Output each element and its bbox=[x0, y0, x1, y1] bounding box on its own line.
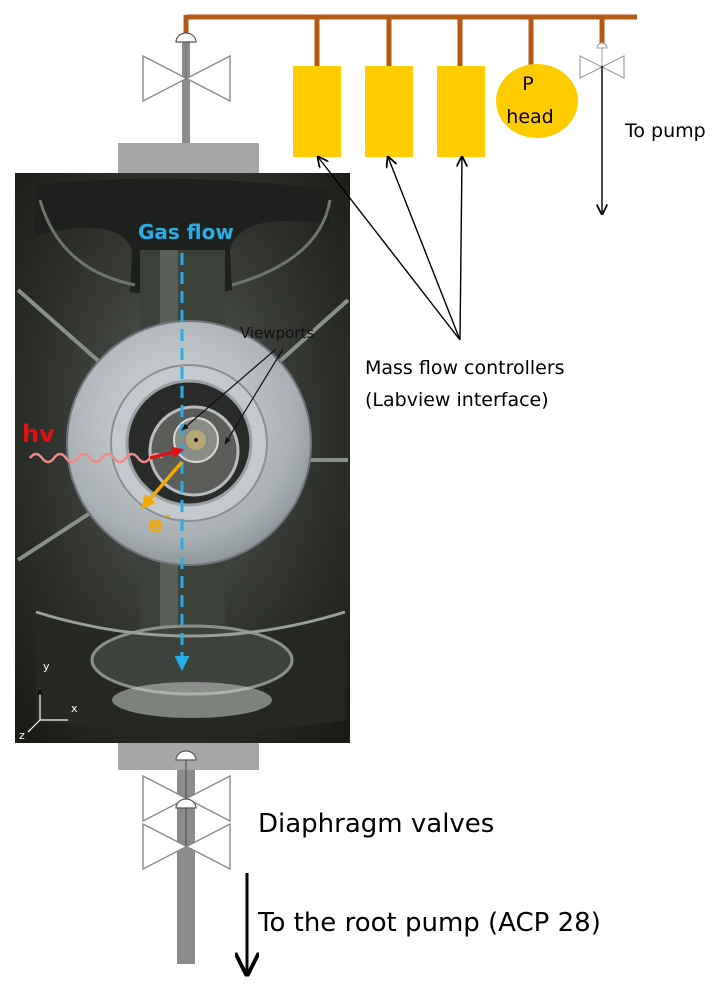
axis-y-label: y bbox=[43, 660, 50, 673]
svg-text:-: - bbox=[165, 508, 171, 524]
electron-arrow bbox=[141, 460, 184, 510]
diaphragm-valves-label: Diaphragm valves bbox=[258, 809, 494, 839]
gas-manifold bbox=[183, 14, 637, 67]
bottom-stem bbox=[177, 770, 195, 964]
root-pump-label: To the root pump (ACP 28) bbox=[257, 908, 601, 938]
valve-icon bbox=[142, 822, 231, 871]
gas-flow-label: Gas flow bbox=[138, 220, 234, 244]
viewports-label: Viewports bbox=[240, 324, 314, 342]
axis-z-label: z bbox=[19, 729, 25, 742]
gauge-label-head: head bbox=[506, 106, 553, 128]
mfc-pointer bbox=[388, 157, 461, 341]
mfc-label-line1: Mass flow controllers bbox=[365, 357, 565, 379]
mass-flow-controller-icon[interactable] bbox=[365, 66, 413, 157]
to-pump-label: To pump bbox=[624, 120, 706, 142]
pressure-gauge-icon bbox=[496, 64, 578, 138]
top-stem bbox=[182, 36, 190, 146]
chamber-photo: Gas flow Viewports hv e - y x z bbox=[15, 173, 350, 743]
mfc-pointer bbox=[460, 157, 462, 341]
photon-arrow bbox=[149, 446, 185, 460]
top-flange bbox=[118, 143, 259, 173]
mass-flow-controller-icon[interactable] bbox=[293, 66, 341, 157]
diaphragm-valves[interactable] bbox=[142, 750, 231, 871]
axis-triad: y x z bbox=[19, 660, 78, 742]
top-valve[interactable] bbox=[142, 32, 231, 103]
gauge-label-p: P bbox=[522, 73, 533, 95]
photon-label: hv bbox=[22, 420, 55, 448]
mfc-pointer bbox=[318, 157, 461, 341]
viewport-pointer bbox=[224, 348, 284, 445]
photon-wave bbox=[29, 452, 163, 464]
viewport-pointer bbox=[181, 348, 277, 431]
axis-x-label: x bbox=[71, 702, 78, 715]
pressure-gauge[interactable]: P head bbox=[496, 64, 578, 138]
mfc-label-line2: (Labview interface) bbox=[365, 389, 549, 411]
mass-flow-controllers bbox=[293, 66, 485, 157]
mass-flow-controller-icon[interactable] bbox=[437, 66, 485, 157]
electron-label: e bbox=[148, 513, 163, 538]
